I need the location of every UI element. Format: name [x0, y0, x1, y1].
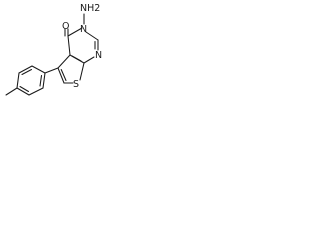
carbonyl-o-label: O: [62, 21, 69, 32]
molecule-structure: NH2 N N O S: [5, 3, 102, 96]
bond-ph3-ph4: [16, 87, 30, 96]
bond-ph1-ph2-inner: [39, 74, 43, 87]
amino-label: NH2: [80, 3, 100, 14]
bond-n1-c7a: [83, 56, 95, 64]
bond-ph6-ph1: [31, 65, 46, 74]
thiophene-s-label: S: [73, 79, 79, 90]
bond-c4a-c5: [57, 54, 71, 69]
ring-n-upper-label: N: [80, 24, 87, 35]
bond-ph3-ph4-inner: [19, 85, 30, 93]
bond-c4a-c4: [67, 35, 71, 56]
bond-c5-phenyl: [44, 67, 59, 74]
bond-ph2-ph3: [28, 87, 44, 96]
bond-n3-c2: [85, 31, 99, 41]
bond-ph4-methyl: [5, 87, 18, 96]
bond-c5-c6: [57, 67, 65, 84]
ring-n-lower-label: N: [95, 50, 102, 61]
bond-c5-c6-inner: [60, 68, 67, 82]
bond-c7a-c4a-double: [71, 55, 82, 62]
bond-ph5-ph6-inner: [21, 68, 33, 76]
bond-s-c7a: [79, 62, 85, 81]
bond-ph1-ph2: [42, 72, 46, 89]
bond-ph4-ph5: [16, 72, 20, 89]
bond-ph5-ph6: [18, 65, 33, 74]
bond-c4-n3: [67, 27, 83, 37]
